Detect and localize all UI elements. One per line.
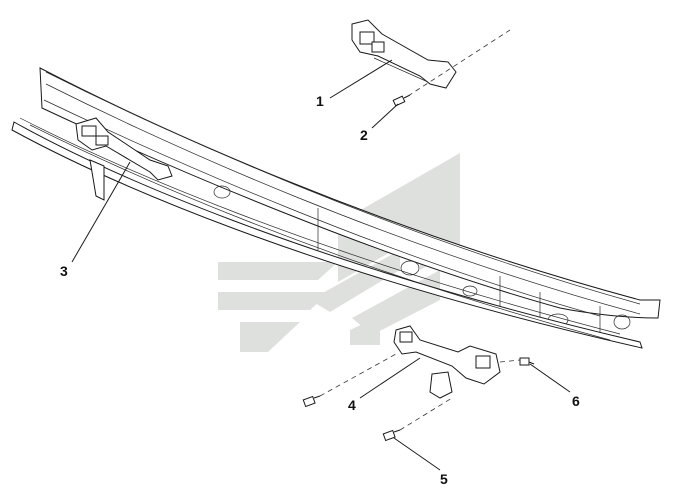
screw-part-2 xyxy=(392,94,411,107)
assembly-axis-6 xyxy=(499,359,521,363)
leader-4 xyxy=(359,357,421,399)
callout-2: 2 xyxy=(360,127,368,143)
mounted-grab-handle xyxy=(75,117,173,181)
leader-2 xyxy=(371,103,399,129)
assembly-axis-4 xyxy=(319,353,397,397)
callout-1: 1 xyxy=(316,93,324,109)
bolt-part-6 xyxy=(519,357,535,366)
handle-cap xyxy=(429,371,453,399)
callout-4: 4 xyxy=(348,397,356,413)
bolt-part-5 xyxy=(382,429,401,442)
leader-1 xyxy=(329,59,393,99)
leader-6 xyxy=(529,363,571,393)
lower-rail-strip xyxy=(11,117,643,349)
grab-handle-part-1 xyxy=(351,19,457,89)
assembly-axis-1 xyxy=(407,29,511,97)
leader-3 xyxy=(71,161,131,263)
assembly-axis-5 xyxy=(399,397,453,431)
leader-5 xyxy=(393,437,441,471)
callout-5: 5 xyxy=(440,471,448,487)
bolt-part-4 xyxy=(302,395,321,408)
callout-6: 6 xyxy=(572,393,580,409)
callout-3: 3 xyxy=(60,263,68,279)
grab-handle-part-4 xyxy=(393,325,501,385)
